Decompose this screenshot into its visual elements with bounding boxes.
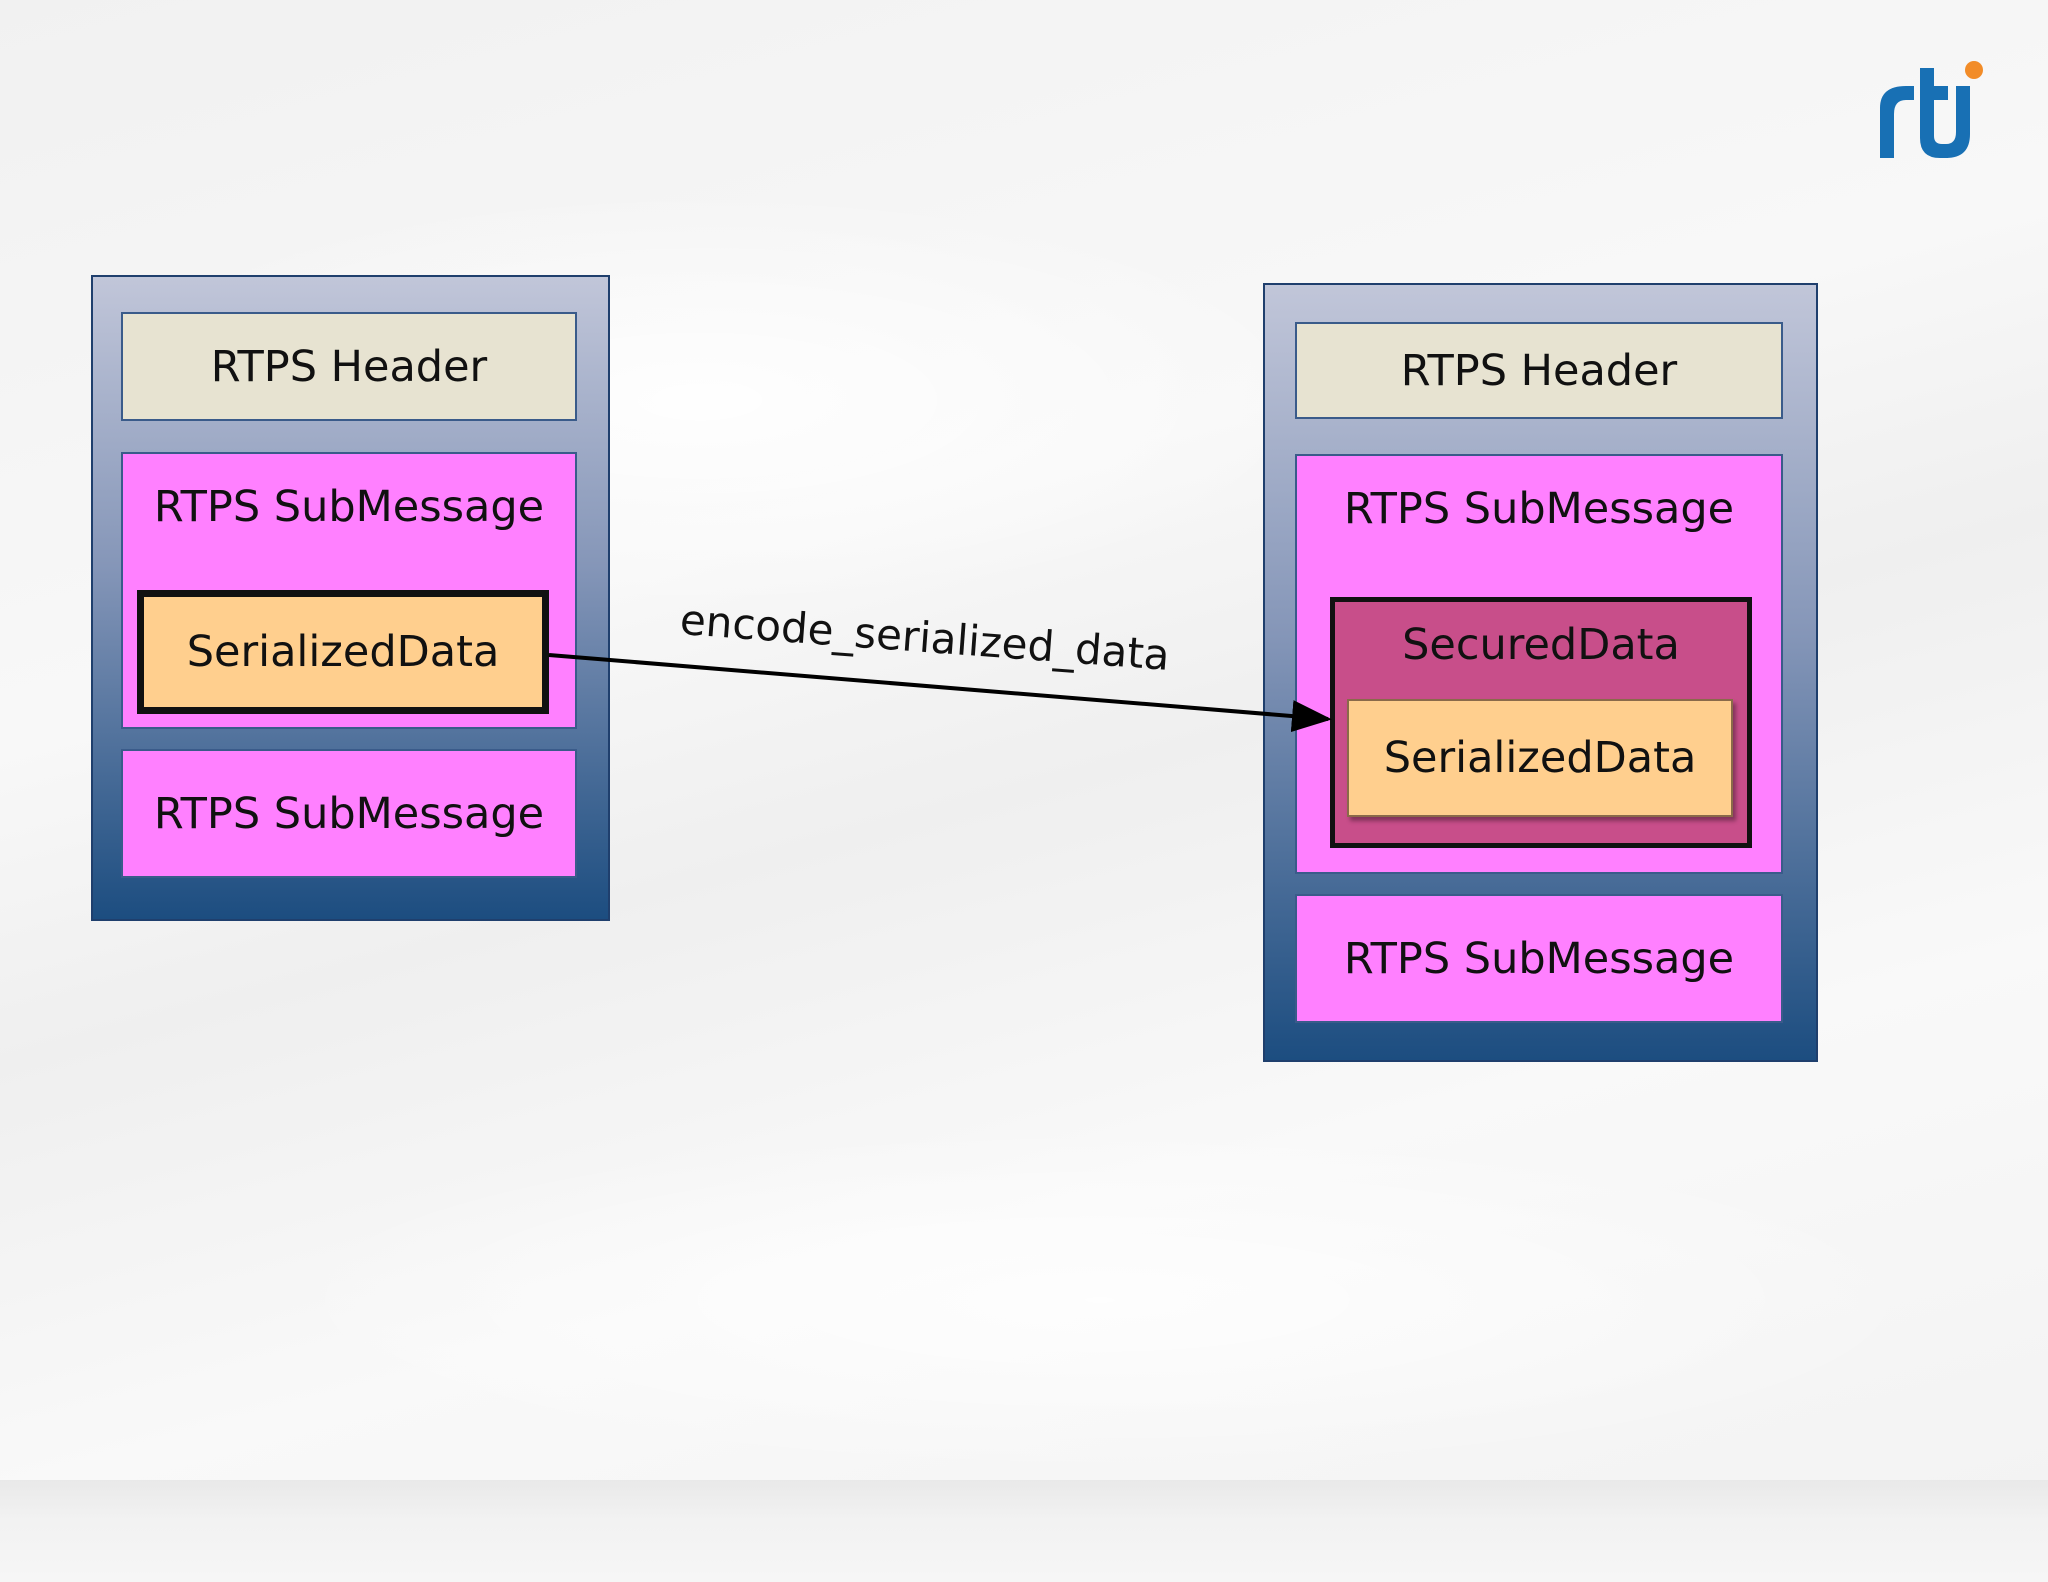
right-rtps-header-label: RTPS Header: [1400, 345, 1678, 396]
right-rtps-submessage-2-label: RTPS SubMessage: [1343, 933, 1735, 984]
right-serialized-data-label: SerializedData: [1383, 733, 1697, 783]
left-rtps-header-label: RTPS Header: [210, 341, 488, 392]
left-serialized-data: SerializedData: [137, 590, 549, 714]
right-secured-data-label: SecuredData: [1402, 620, 1680, 670]
left-rtps-submessage-1-label: RTPS SubMessage: [153, 482, 545, 532]
right-rtps-submessage-1-label: RTPS SubMessage: [1343, 484, 1735, 534]
rti-logo-icon: [1880, 61, 1983, 158]
slide-footer-band: [0, 1480, 2048, 1582]
left-serialized-data-label: SerializedData: [186, 627, 500, 677]
right-serialized-data: SerializedData: [1347, 699, 1733, 817]
right-rtps-header: RTPS Header: [1295, 322, 1783, 419]
left-rtps-submessage-2-label: RTPS SubMessage: [153, 788, 545, 839]
right-rtps-submessage-2: RTPS SubMessage: [1295, 894, 1783, 1023]
encode-arrow-line: [548, 653, 1332, 732]
left-rtps-submessage-2: RTPS SubMessage: [121, 749, 577, 878]
left-rtps-header: RTPS Header: [121, 312, 577, 421]
